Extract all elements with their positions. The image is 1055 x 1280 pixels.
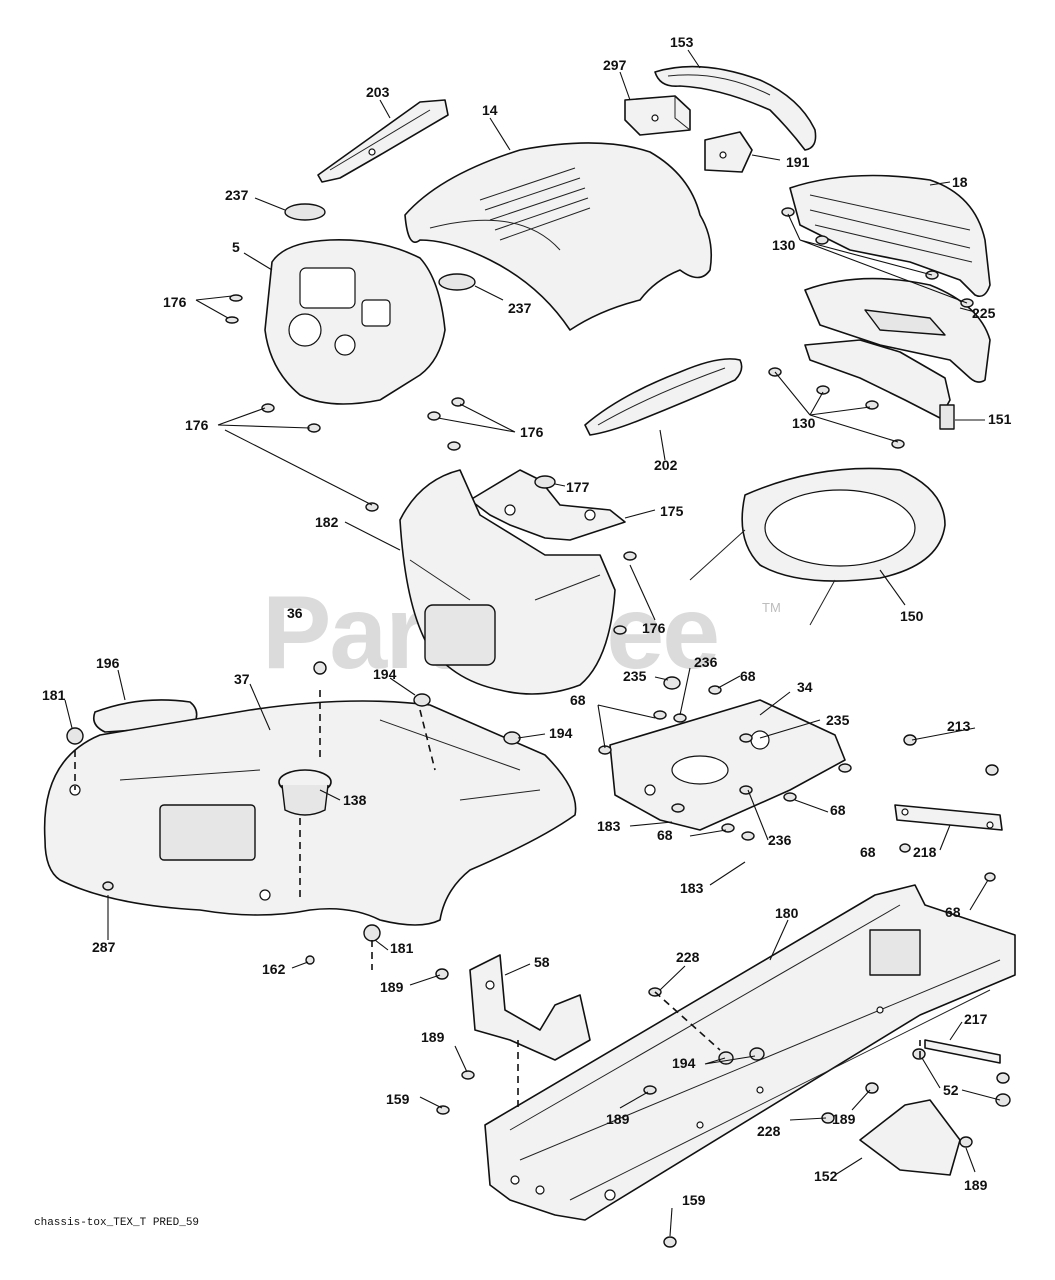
label-202[interactable]: 202 <box>654 457 678 473</box>
label-176-left[interactable]: 176 <box>185 417 209 433</box>
part-237-lens-lower[interactable] <box>438 273 476 291</box>
drawing-code: chassis-tox_TEX_T PRED_59 <box>34 1217 199 1229</box>
label-150[interactable]: 150 <box>900 608 924 624</box>
label-235-upper[interactable]: 235 <box>623 668 647 684</box>
leader-lines <box>64 49 1001 1237</box>
part-182-front-panel[interactable] <box>399 469 616 695</box>
part-217-rod[interactable] <box>924 1039 1001 1064</box>
part-297-block[interactable] <box>624 95 691 136</box>
label-151[interactable]: 151 <box>988 411 1012 427</box>
part-5-dash-panel[interactable] <box>264 239 446 405</box>
label-181-lower[interactable]: 181 <box>390 940 414 956</box>
label-297[interactable]: 297 <box>603 57 627 73</box>
label-183-lower[interactable]: 183 <box>680 880 704 896</box>
label-287[interactable]: 287 <box>92 939 116 955</box>
label-194-upper[interactable]: 194 <box>373 666 397 682</box>
part-labels: 153 297 203 14 191 18 237 130 5 176 237 … <box>42 34 1012 1208</box>
label-218[interactable]: 218 <box>913 844 937 860</box>
label-189-mid[interactable]: 189 <box>421 1029 445 1045</box>
label-180[interactable]: 180 <box>775 905 799 921</box>
part-138-boot[interactable] <box>278 769 332 816</box>
part-152-cover[interactable] <box>859 1099 961 1176</box>
label-159-lower[interactable]: 159 <box>682 1192 706 1208</box>
label-176-upper[interactable]: 176 <box>163 294 187 310</box>
label-37[interactable]: 37 <box>234 671 250 687</box>
part-34-plate[interactable] <box>609 699 846 831</box>
label-175[interactable]: 175 <box>660 503 684 519</box>
label-18[interactable]: 18 <box>952 174 968 190</box>
label-182[interactable]: 182 <box>315 514 339 530</box>
part-150-belt-cover[interactable] <box>689 467 946 626</box>
label-176-right[interactable]: 176 <box>520 424 544 440</box>
part-191-block[interactable] <box>704 131 753 173</box>
label-183-upper[interactable]: 183 <box>597 818 621 834</box>
label-34[interactable]: 34 <box>797 679 813 695</box>
label-194-lower[interactable]: 194 <box>672 1055 696 1071</box>
label-177[interactable]: 177 <box>566 479 590 495</box>
label-152[interactable]: 152 <box>814 1168 838 1184</box>
part-58-bracket[interactable] <box>469 954 591 1061</box>
label-162[interactable]: 162 <box>262 961 286 977</box>
label-36[interactable]: 36 <box>287 605 303 621</box>
part-175-bracket[interactable] <box>469 469 626 541</box>
label-225[interactable]: 225 <box>972 305 996 321</box>
fasteners <box>66 207 1011 1248</box>
label-68-strap[interactable]: 68 <box>860 844 876 860</box>
label-68-lower[interactable]: 68 <box>657 827 673 843</box>
label-189-right[interactable]: 189 <box>832 1111 856 1127</box>
label-68-right[interactable]: 68 <box>830 802 846 818</box>
label-228-lower[interactable]: 228 <box>757 1123 781 1139</box>
part-237-lens-upper[interactable] <box>284 203 326 221</box>
part-153-grille-trim[interactable] <box>654 65 817 151</box>
label-52[interactable]: 52 <box>943 1082 959 1098</box>
label-237-lower[interactable]: 237 <box>508 300 532 316</box>
part-14-hood[interactable] <box>404 142 713 331</box>
label-14[interactable]: 14 <box>482 102 498 118</box>
label-189-far-right[interactable]: 189 <box>964 1177 988 1193</box>
label-58[interactable]: 58 <box>534 954 550 970</box>
label-68-top[interactable]: 68 <box>740 668 756 684</box>
assembly-lines <box>74 690 921 1110</box>
label-159-upper[interactable]: 159 <box>386 1091 410 1107</box>
part-18-front-grille[interactable] <box>789 174 991 298</box>
label-68-bottom[interactable]: 68 <box>945 904 961 920</box>
label-130-lower[interactable]: 130 <box>792 415 816 431</box>
part-203-bracket[interactable] <box>317 99 449 183</box>
label-196[interactable]: 196 <box>96 655 120 671</box>
label-138[interactable]: 138 <box>343 792 367 808</box>
label-189-upper[interactable]: 189 <box>380 979 404 995</box>
label-189-center[interactable]: 189 <box>606 1111 630 1127</box>
label-194-mid[interactable]: 194 <box>549 725 573 741</box>
label-235-lower[interactable]: 235 <box>826 712 850 728</box>
label-5[interactable]: 5 <box>232 239 240 255</box>
label-236-upper[interactable]: 236 <box>694 654 718 670</box>
part-151-bracket[interactable] <box>804 339 955 430</box>
part-202-side-panel[interactable] <box>584 358 743 436</box>
label-130-upper[interactable]: 130 <box>772 237 796 253</box>
label-181-upper[interactable]: 181 <box>42 687 66 703</box>
label-236-lower[interactable]: 236 <box>768 832 792 848</box>
label-213[interactable]: 213 <box>947 718 971 734</box>
label-176-mid[interactable]: 176 <box>642 620 666 636</box>
label-191[interactable]: 191 <box>786 154 810 170</box>
part-177-fastener[interactable] <box>534 475 556 489</box>
label-228-upper[interactable]: 228 <box>676 949 700 965</box>
watermark-mark: TM <box>762 600 781 615</box>
label-203[interactable]: 203 <box>366 84 390 100</box>
label-217[interactable]: 217 <box>964 1011 988 1027</box>
label-237-upper[interactable]: 237 <box>225 187 249 203</box>
part-218-strap[interactable] <box>894 804 1003 831</box>
label-153[interactable]: 153 <box>670 34 694 50</box>
label-68-left[interactable]: 68 <box>570 692 586 708</box>
